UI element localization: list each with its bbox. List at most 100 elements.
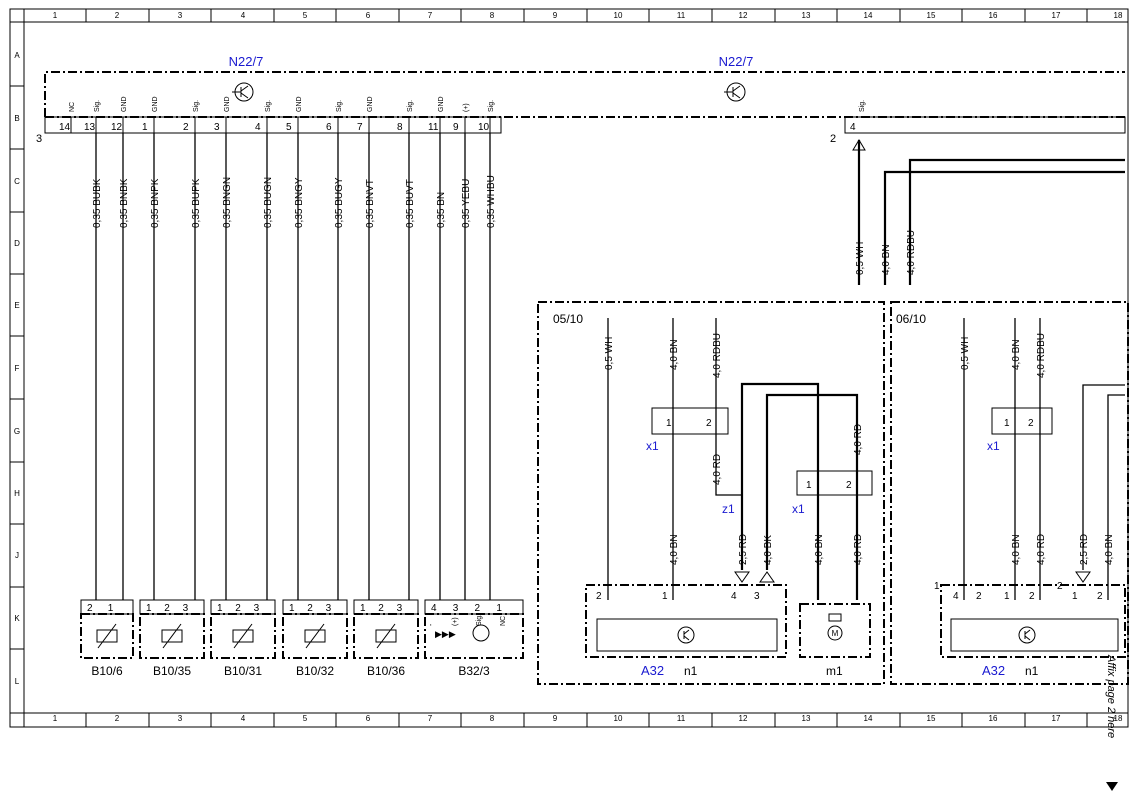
grid-row-label: G — [14, 427, 20, 436]
n22-pin-sig: Sig. — [336, 100, 343, 112]
grid-col-label: 10 — [614, 714, 623, 723]
ls-x1-label: x1 — [646, 439, 659, 453]
n22-left-transistor-icon — [232, 82, 254, 102]
sensor-pin-sig: Sig. — [476, 614, 483, 626]
sensor-pin: 2 — [164, 603, 170, 614]
grid-col-label: 15 — [927, 11, 936, 20]
grid-col-label: 1 — [53, 714, 58, 723]
ls-x1b-pin2: 2 — [846, 480, 852, 491]
grid-row-label: L — [15, 677, 20, 686]
sensor-pin: 2 — [378, 603, 384, 614]
grid-col-label: 17 — [1052, 714, 1061, 723]
wire-wh-arrow-icon — [852, 139, 866, 151]
ls-z1-label: z1 — [722, 502, 735, 516]
n22-pin-sig: GND — [438, 96, 445, 112]
sensor-wire-label: 0,35 BNGY — [294, 177, 305, 228]
rs-bot-wire-2: 2,5 RD — [1079, 534, 1090, 565]
n22-pin-num: 5 — [286, 122, 292, 133]
n22-pin-num: 4 — [255, 122, 261, 133]
grid-row-label: B — [14, 114, 19, 123]
grid-col-label: 1 — [53, 11, 58, 20]
grid-col-label: 8 — [490, 714, 495, 723]
sensor-pin: 1 — [496, 603, 502, 614]
sensor-wire-label: 0,35 YEBU — [461, 179, 472, 228]
grid-row-label: F — [15, 364, 20, 373]
n22-connector-left-num: 3 — [36, 133, 42, 145]
rs-bot-wire-1: 4,0 RD — [1036, 534, 1047, 565]
ls-wire-rd-loop — [740, 382, 820, 600]
sensor-pin: 2 — [475, 603, 481, 614]
sensor-wire-label: 0,35 BNVT — [365, 179, 376, 228]
rs-a32-sub: n1 — [1025, 664, 1039, 678]
sensor-label: B10/36 — [367, 664, 405, 678]
rs-x1-pin1: 1 — [1004, 418, 1010, 429]
left-section-ref: 05/10 — [553, 312, 583, 326]
n22-pin-num: 7 — [357, 122, 363, 133]
rs-x1-connector — [991, 407, 1053, 435]
rs-a32-pin-3: 2 — [1029, 591, 1035, 602]
grid-col-label: 10 — [614, 11, 623, 20]
n22-right-transistor-icon — [724, 82, 746, 102]
ls-top-wire-2: 4,0 RDBU — [712, 333, 723, 378]
n22-connector-strip — [44, 116, 502, 134]
n22-pin-sig: Sig. — [94, 100, 101, 112]
grid-col-label: 13 — [802, 714, 811, 723]
ls-top-wire-0: 0,5 WH — [604, 337, 615, 370]
grid-col-label: 3 — [178, 11, 183, 20]
top-wire-wh-label: 0,5 WH — [855, 242, 866, 275]
n22-pin-sig: NC — [69, 102, 76, 112]
ls-a32-pin-0: 2 — [596, 591, 602, 602]
sensor-pin-sig: - — [428, 623, 435, 626]
sensor-wire-label: 0,35 BUBK — [92, 178, 103, 228]
ls-a32-sub: n1 — [684, 664, 698, 678]
rs-connector-num-2: 2 — [1057, 581, 1063, 592]
grid-col-label: 6 — [366, 11, 371, 20]
sensor-pin: 4 — [431, 603, 437, 614]
n22-pin-sig: GND — [152, 96, 159, 112]
sensor-pin: 1 — [360, 603, 366, 614]
n22-pin-sig: GND — [296, 96, 303, 112]
n22-pin-sig: Sig. — [193, 100, 200, 112]
n22-pin-group: 14NC13Sig.12GND1GND2Sig.3GND4Sig.5GND6Si… — [59, 96, 495, 133]
grid-col-label: 18 — [1114, 714, 1123, 723]
grid-col-label: 11 — [677, 11, 686, 20]
ls-mid-wire-0: 4,0 RD — [712, 454, 723, 485]
grid-col-label: 5 — [303, 11, 308, 20]
grid-col-label: 2 — [115, 714, 120, 723]
sensor-label: B10/6 — [91, 664, 123, 678]
n22-pin-num: 2 — [183, 122, 189, 133]
ls-top-wire-1: 4,0 BN — [669, 339, 680, 370]
rs-a32-inner — [950, 618, 1119, 652]
sensor-label: B10/35 — [153, 664, 191, 678]
sensor-pin-sig: (+) — [452, 617, 459, 626]
sensor-pin: 1 — [146, 603, 152, 614]
sensor-pin: 1 — [289, 603, 295, 614]
rs-top-wire-1: 4,0 BN — [1011, 339, 1022, 370]
rs-a32-pin-5: 2 — [1097, 591, 1103, 602]
ls-up-arrow-icon — [759, 571, 775, 583]
thermistor-icon — [304, 629, 326, 643]
n22-pin-num: 1 — [142, 122, 148, 133]
n22-pin-sig: Sig. — [407, 100, 414, 112]
sensor-wire-label: 0,35 BNPK — [150, 178, 161, 228]
ls-x1b-connector — [796, 470, 873, 496]
grid-row-label: C — [14, 177, 20, 186]
sensor-wire-label: 0,35 BUPK — [191, 178, 202, 228]
n22-pin-num: 13 — [84, 122, 96, 133]
rs-a32-pin-4: 1 — [1072, 591, 1078, 602]
grid-row-label: K — [14, 614, 20, 623]
rs-down-arrow-icon — [1075, 571, 1091, 583]
rs-wire-bn2 — [1107, 394, 1125, 600]
rs-a32-transistor-icon — [1018, 626, 1036, 644]
rs-a32-pin-0: 4 — [953, 591, 959, 602]
ls-x1-pin1: 1 — [666, 418, 672, 429]
grid-col-label: 7 — [428, 714, 433, 723]
sensor-pin: 2 — [235, 603, 241, 614]
ls-a32-label: A32 — [641, 663, 664, 678]
n22-pin-num: 6 — [326, 122, 332, 133]
